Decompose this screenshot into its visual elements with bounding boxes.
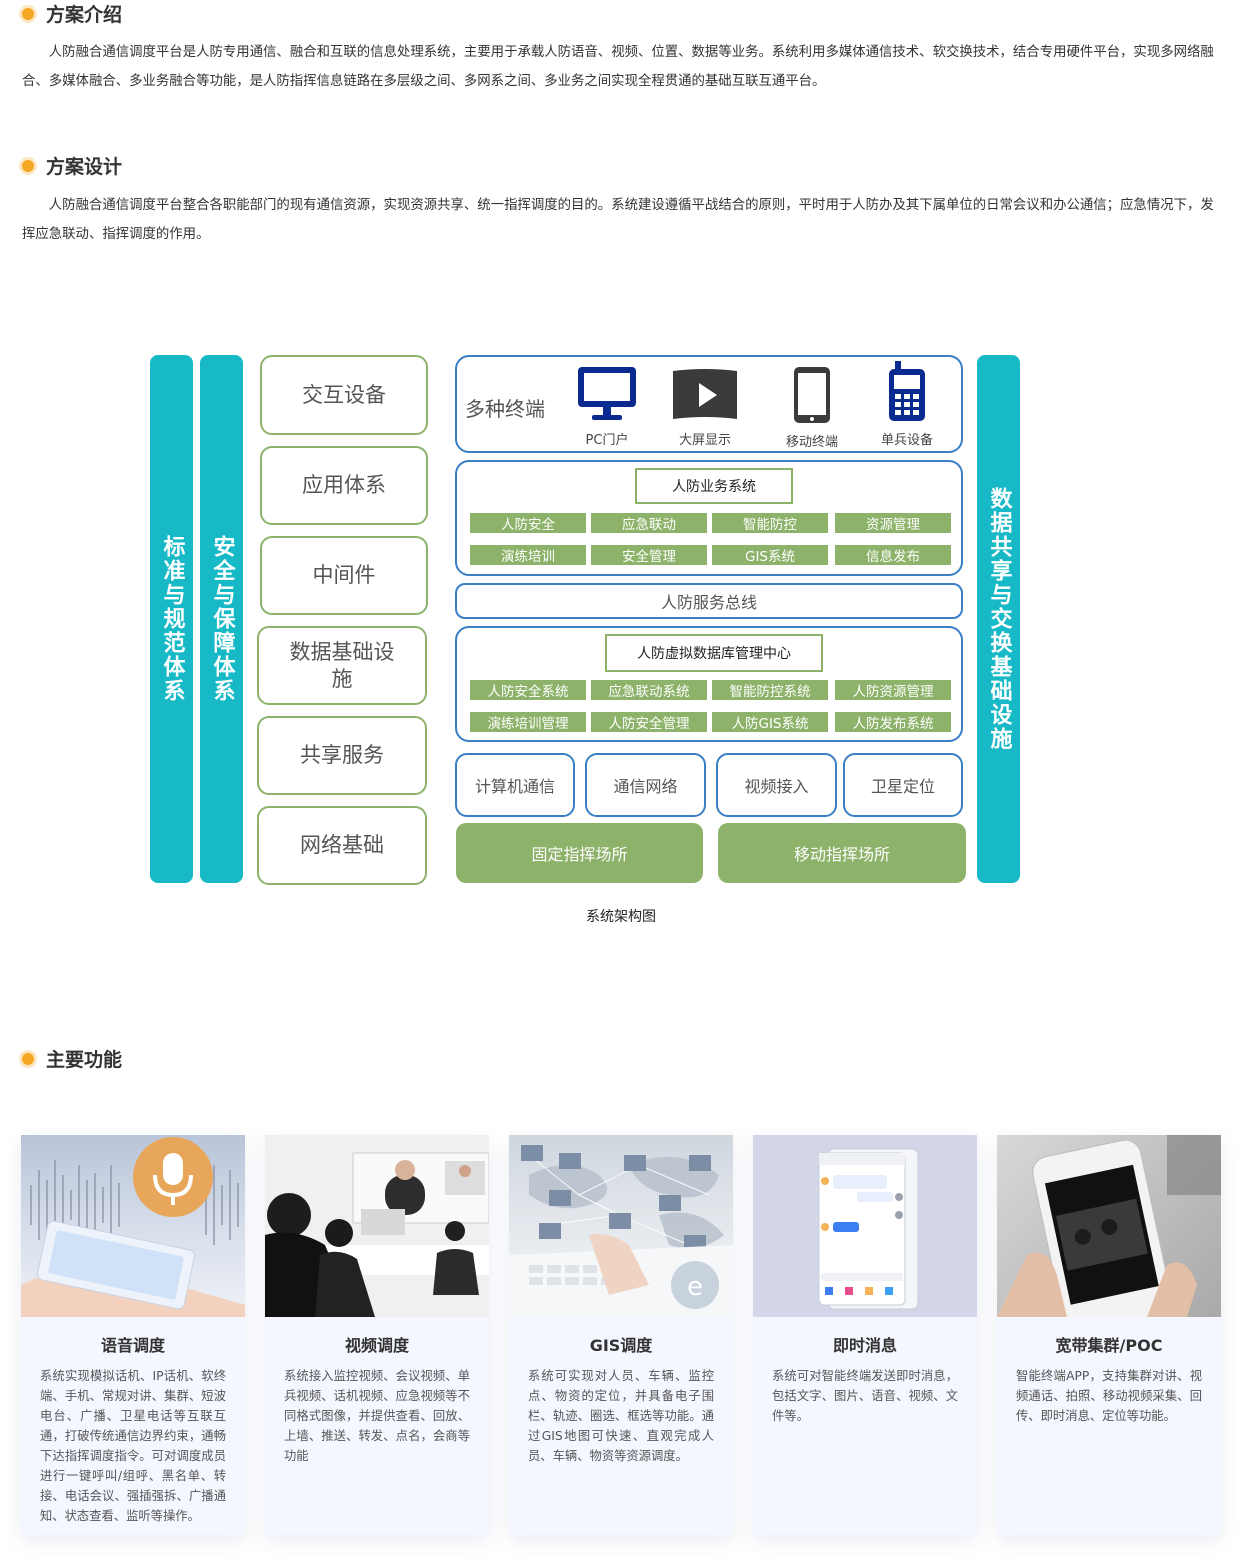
card-title: 宽带集群/POC	[1055, 1336, 1163, 1355]
terminal-mobile: 移动终端	[777, 365, 847, 450]
terminal-radio: 单兵设备	[872, 361, 942, 448]
bullet-dot-icon	[22, 7, 34, 20]
section-title: 方案介绍	[46, 4, 123, 26]
gis-network-illustration: e	[509, 1135, 733, 1317]
database-cell: 人防安全管理	[590, 711, 708, 733]
big-screen-icon	[673, 369, 737, 419]
business-cell: 应急联动	[590, 512, 708, 534]
feature-card-gis[interactable]: e GIS调度 系统可实现对人员、车辆、监控点、物资的定位，并具备电子围栏、轨迹…	[509, 1135, 733, 1535]
architecture-diagram: 标准与规范体系 安全与保障体系 交互设备 应用体系 中间件 数据基础设施 共享服…	[140, 345, 1030, 890]
database-cell: 人防GIS系统	[711, 711, 829, 733]
business-cell: 人防安全	[469, 512, 587, 534]
business-cell: 安全管理	[590, 544, 708, 566]
im-phone-illustration	[753, 1135, 977, 1317]
terminals-label: 多种终端	[465, 397, 545, 421]
layer-box-application: 应用体系	[260, 446, 428, 525]
layer-box-network: 网络基础	[257, 806, 427, 885]
section-intro-heading: 方案介绍	[22, 0, 122, 27]
terminal-bigscreen: 大屏显示	[667, 367, 743, 448]
business-cell: 演练培训	[469, 544, 587, 566]
feature-card-video[interactable]: 视频调度 系统接入监控视频、会议视频、单兵视频、话机视频、应急视频等不同格式图像…	[265, 1135, 489, 1535]
comm-box: 通信网络	[585, 753, 706, 817]
design-paragraph: 人防融合通信调度平台整合各职能部门的现有通信资源，实现资源共享、统一指挥调度的目…	[22, 198, 1214, 242]
layer-box-interaction: 交互设备	[260, 355, 428, 435]
layer-box-data-infra: 数据基础设施	[257, 626, 427, 705]
section-design-heading: 方案设计	[22, 152, 122, 179]
business-cell: GIS系统	[711, 544, 829, 566]
comm-box: 卫星定位	[843, 753, 963, 817]
card-title: 视频调度	[344, 1336, 409, 1355]
layer-box-middleware: 中间件	[260, 536, 428, 615]
diagram-caption: 系统架构图	[586, 909, 656, 925]
database-cell: 人防安全系统	[469, 679, 587, 701]
terminals-panel: 多种终端 PC门户 大屏显示 移动终端	[455, 355, 963, 453]
database-cell: 演练培训管理	[469, 711, 587, 733]
terminal-label: 大屏显示	[678, 433, 731, 448]
monitor-icon	[578, 367, 636, 420]
intro-paragraph: 人防融合通信调度平台是人防专用通信、融合和互联的信息处理系统，主要用于承载人防语…	[22, 45, 1214, 89]
business-cell: 智能防控	[711, 512, 829, 534]
walkie-talkie-icon	[889, 361, 925, 421]
database-cell: 人防发布系统	[834, 711, 952, 733]
section-features-heading: 主要功能	[22, 1045, 122, 1072]
card-description: 系统接入监控视频、会议视频、单兵视频、话机视频、应急视频等不同格式图像，并提供查…	[284, 1369, 470, 1463]
service-bus: 人防服务总线	[455, 583, 963, 619]
terminal-pc: PC门户	[572, 365, 642, 448]
poc-phone-illustration	[997, 1135, 1221, 1317]
section-title: 主要功能	[46, 1049, 123, 1071]
card-description: 系统可实现对人员、车辆、监控点、物资的定位，并具备电子围栏、轨迹、圈选、框选等功…	[528, 1369, 714, 1463]
terminal-label: PC门户	[585, 433, 629, 448]
card-description: 系统实现模拟话机、IP话机、软终端、手机、常规对讲、集群、短波电台、广播、卫星电…	[40, 1369, 226, 1523]
mobile-phone-icon	[794, 367, 830, 423]
svg-text:e: e	[687, 1272, 703, 1302]
database-cell: 应急联动系统	[590, 679, 708, 701]
card-title: GIS调度	[589, 1336, 653, 1355]
bullet-dot-icon	[22, 159, 34, 172]
business-cell: 资源管理	[834, 512, 952, 534]
video-conference-illustration	[265, 1135, 489, 1317]
business-cell: 信息发布	[834, 544, 952, 566]
voice-illustration	[21, 1135, 245, 1317]
card-description: 系统可对智能终端发送即时消息，包括文字、图片、语音、视频、文件等。	[772, 1369, 958, 1423]
database-cell: 智能防控系统	[711, 679, 829, 701]
database-cell: 人防资源管理	[834, 679, 952, 701]
business-header: 人防业务系统	[635, 468, 793, 504]
database-header: 人防虚拟数据库管理中心	[605, 634, 823, 672]
card-title: 语音调度	[100, 1336, 165, 1355]
card-title: 即时消息	[832, 1336, 897, 1355]
layer-box-shared-service: 共享服务	[257, 716, 427, 795]
feature-card-im[interactable]: 即时消息 系统可对智能终端发送即时消息，包括文字、图片、语音、视频、文件等。	[753, 1135, 977, 1535]
feature-card-voice[interactable]: 语音调度 系统实现模拟话机、IP话机、软终端、手机、常规对讲、集群、短波电台、广…	[21, 1135, 245, 1535]
card-description: 智能终端APP，支持集群对讲、视频通话、拍照、移动视频采集、回传、即时消息、定位…	[1016, 1369, 1202, 1423]
business-panel: 人防业务系统 人防安全 应急联动 智能防控 资源管理 演练培训 安全管理 GIS…	[455, 460, 963, 576]
comm-box: 计算机通信	[455, 753, 575, 817]
data-sharing-bar: 数据共享与交换基础设施	[977, 355, 1020, 883]
mobile-command-site: 移动指挥场所	[718, 823, 966, 883]
bullet-dot-icon	[22, 1052, 34, 1065]
terminal-label: 单兵设备	[880, 433, 933, 448]
fixed-command-site: 固定指挥场所	[456, 823, 703, 883]
section-title: 方案设计	[46, 156, 123, 178]
database-panel: 人防虚拟数据库管理中心 人防安全系统 应急联动系统 智能防控系统 人防资源管理 …	[455, 626, 963, 742]
standards-bar: 标准与规范体系	[150, 355, 193, 883]
terminal-label: 移动终端	[785, 435, 838, 450]
comm-box: 视频接入	[716, 753, 837, 817]
feature-card-poc[interactable]: 宽带集群/POC 智能终端APP，支持集群对讲、视频通话、拍照、移动视频采集、回…	[997, 1135, 1221, 1535]
security-bar: 安全与保障体系	[200, 355, 243, 883]
